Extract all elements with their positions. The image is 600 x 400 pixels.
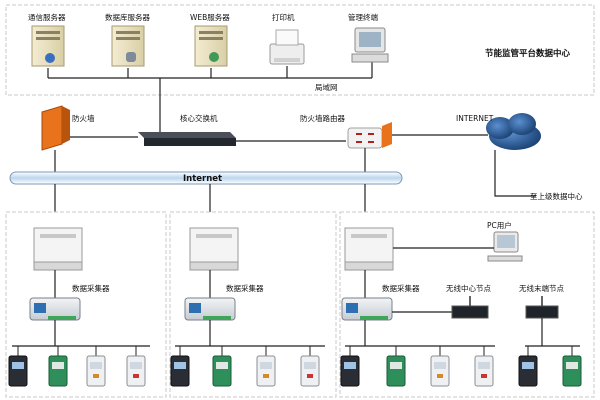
lan-label: 局域网 bbox=[315, 82, 338, 92]
data-center-title: 节能监管平台数据中心 bbox=[485, 48, 571, 59]
internet-label: INTERNET bbox=[456, 114, 494, 123]
electric-meter-icon bbox=[340, 346, 360, 387]
heat-meter-icon bbox=[256, 346, 276, 387]
upper-center-label: 至上级数据中心 bbox=[530, 191, 583, 201]
printer-label: 打印机 bbox=[272, 12, 295, 22]
gas-meter-icon bbox=[474, 346, 494, 387]
gas-meter-icon bbox=[126, 346, 146, 387]
wireless-center-node-icon bbox=[451, 296, 489, 319]
backbone-label: Internet bbox=[183, 174, 222, 184]
collector-label: 数据采集器 bbox=[382, 283, 420, 293]
core-switch-label: 核心交换机 bbox=[180, 113, 218, 123]
internet-cloud-icon bbox=[486, 113, 541, 150]
pc-user-icon bbox=[487, 231, 523, 262]
terminal-label: 管理终端 bbox=[348, 12, 378, 22]
communication-server-icon bbox=[31, 25, 65, 67]
pc-user-label: PC用户 bbox=[487, 220, 512, 230]
collector-label: 数据采集器 bbox=[226, 283, 264, 293]
firewall-router-icon bbox=[347, 122, 392, 149]
internet-backbone bbox=[9, 171, 403, 185]
collector-label: 数据采集器 bbox=[72, 283, 110, 293]
concentrator-server-icon bbox=[189, 227, 239, 271]
electric-meter-icon bbox=[8, 346, 28, 387]
firewall-label: 防火墙 bbox=[72, 113, 95, 123]
firewall-router-label: 防火墙路由器 bbox=[300, 113, 345, 123]
server-label: 通信服务器 bbox=[28, 12, 66, 22]
server-label: 数据库服务器 bbox=[105, 12, 150, 22]
heat-meter-icon bbox=[86, 346, 106, 387]
database-server-icon bbox=[111, 25, 145, 67]
gas-meter-icon bbox=[300, 346, 320, 387]
water-meter-icon bbox=[48, 346, 68, 387]
concentrator-server-icon bbox=[344, 227, 394, 271]
wireless-center-label: 无线中心节点 bbox=[446, 283, 491, 293]
water-meter-icon bbox=[386, 346, 406, 387]
wireless-end-label: 无线末端节点 bbox=[519, 283, 564, 293]
firewall-icon bbox=[41, 105, 70, 151]
data-collector-icon bbox=[341, 297, 393, 321]
water-meter-icon bbox=[212, 346, 232, 387]
meter-group bbox=[8, 346, 582, 387]
water-meter-icon bbox=[562, 346, 582, 387]
printer-icon bbox=[269, 29, 305, 65]
electric-meter-icon bbox=[170, 346, 190, 387]
data-collector-icon bbox=[29, 297, 81, 321]
concentrator-server-icon bbox=[33, 227, 83, 271]
data-collector-icon bbox=[184, 297, 236, 321]
core-switch-icon bbox=[138, 132, 236, 146]
management-terminal-icon bbox=[351, 27, 389, 63]
heat-meter-icon bbox=[430, 346, 450, 387]
server-label: WEB服务器 bbox=[190, 12, 230, 22]
electric-meter-icon bbox=[518, 346, 538, 387]
web-server-icon bbox=[194, 25, 228, 67]
